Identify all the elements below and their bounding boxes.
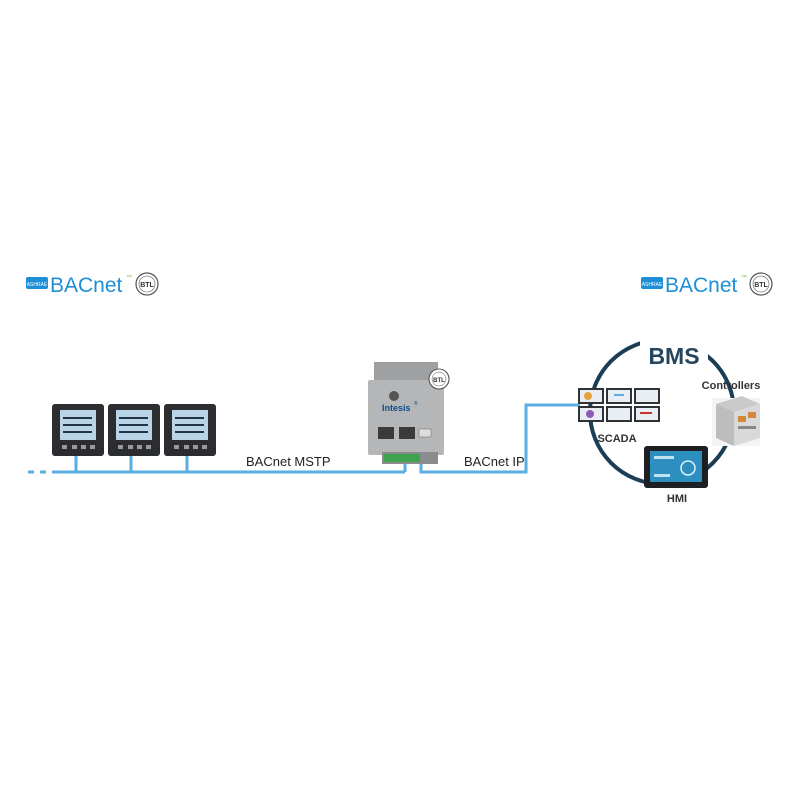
mstp-label: BACnet MSTP [246, 454, 331, 469]
label-sticker [418, 428, 432, 438]
intesis-brand: Intesis [382, 403, 411, 413]
meter-button [118, 445, 123, 449]
chart-line [640, 412, 652, 414]
ip-line [419, 403, 580, 474]
scada-label: SCADA [597, 433, 636, 445]
bacnet-mstp-bus [28, 455, 407, 474]
meter-button [174, 445, 179, 449]
btl-text: BTL [433, 378, 445, 384]
chart-line [614, 394, 624, 396]
controller-top [716, 396, 760, 412]
energy-meter [164, 404, 216, 456]
ip-label: BACnet IP [464, 454, 525, 469]
tm-mark: ™ [741, 274, 747, 281]
bacnet-logo-right: ASHRAE BACnet ™ BTL [641, 272, 773, 297]
io-module [738, 416, 746, 422]
screen [608, 408, 630, 420]
bacnet-ip-link [419, 403, 580, 474]
meter-button [81, 445, 86, 449]
hmi-dial [680, 460, 696, 476]
terminal-block [378, 427, 394, 439]
ashrae-text: ASHRAE [27, 282, 48, 288]
scada-screens [578, 388, 660, 422]
meter-button [128, 445, 133, 449]
meter-button [72, 445, 77, 449]
btl-seal-inner [138, 275, 156, 293]
btl-text: BTL [754, 282, 768, 289]
ashrae-text: ASHRAE [642, 282, 663, 288]
reg-mark: ® [414, 400, 418, 407]
ashrae-badge [26, 277, 48, 289]
title-mask [640, 338, 708, 370]
gateway-emblem [389, 391, 399, 401]
pie-widget [586, 410, 594, 418]
bacnet-logo-left: ASHRAE BACnet ™ BTL [26, 272, 159, 297]
ashrae-badge [641, 277, 663, 289]
meter-button [90, 445, 95, 449]
hmi-panel [644, 446, 708, 488]
intesis-gateway: Intesis ® BTL [368, 362, 450, 464]
bms-title: BMS [648, 343, 699, 369]
io-module [748, 412, 756, 418]
energy-meter [108, 404, 160, 456]
green-connectors [384, 454, 420, 462]
meter-button [146, 445, 151, 449]
meter-button [137, 445, 142, 449]
terminal-strip [738, 426, 756, 429]
bacnet-text: BACnet [50, 274, 123, 297]
energy-meter [52, 404, 104, 456]
pie-widget [584, 392, 592, 400]
bacnet-text: BACnet [665, 274, 738, 297]
meter-button [62, 445, 67, 449]
gateway-top [374, 362, 438, 382]
hmi-widget [654, 474, 670, 477]
tm-mark: ™ [126, 274, 132, 281]
btl-seal-inner [431, 371, 447, 387]
gateway-body [368, 380, 444, 455]
controller-device [712, 396, 760, 446]
meter-button [202, 445, 207, 449]
hmi-widget [654, 456, 674, 459]
hmi-label: HMI [667, 493, 687, 505]
btl-text: BTL [140, 282, 154, 289]
screen [636, 390, 658, 402]
bms-cluster: BMS SCADA [578, 338, 760, 505]
meter-button [184, 445, 189, 449]
btl-seal-inner [752, 275, 770, 293]
terminal-block [399, 427, 415, 439]
controllers-label: Controllers [702, 380, 761, 392]
controller-side [716, 404, 734, 446]
meter-button [193, 445, 198, 449]
